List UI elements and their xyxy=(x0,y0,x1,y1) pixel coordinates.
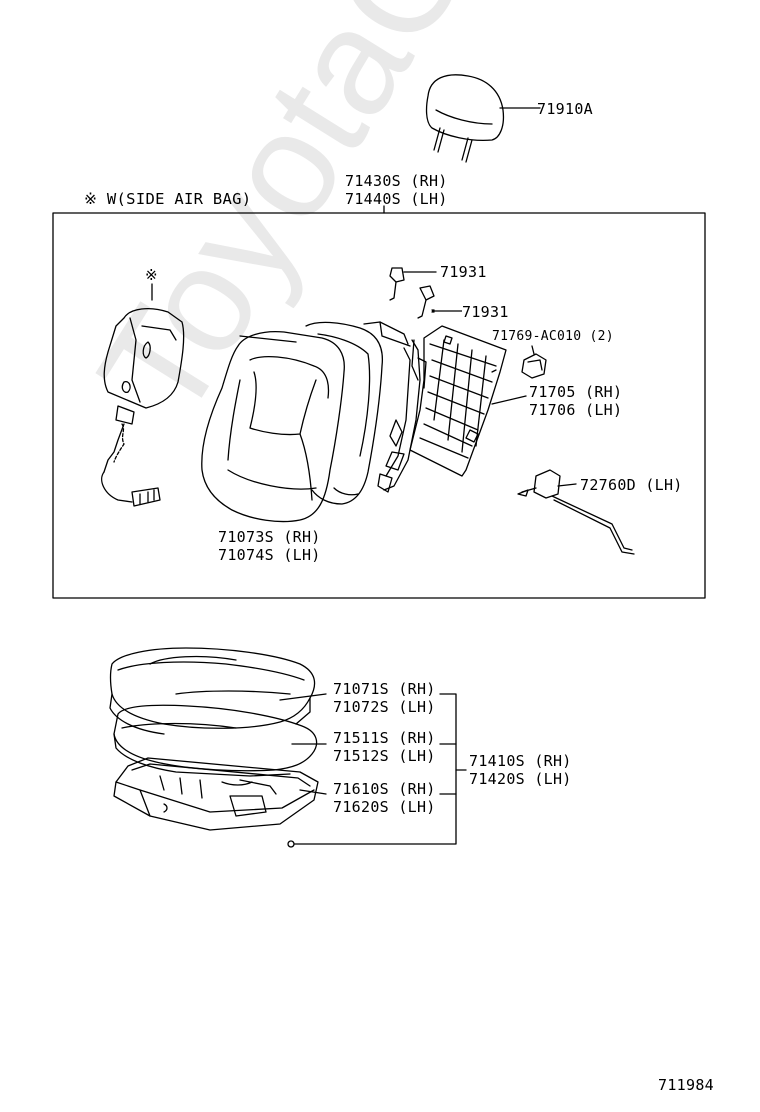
label-support-1: 71931 xyxy=(440,263,487,281)
cushion-leaders xyxy=(279,693,467,845)
support-1-drawing xyxy=(389,267,437,301)
label-cushion-cover-rh: 71071S (RH) xyxy=(333,680,436,698)
label-cushion-frame-lh: 71620S (LH) xyxy=(333,798,436,816)
label-board-rh: 71705 (RH) xyxy=(529,383,623,401)
airbag-marker: ※ xyxy=(145,266,158,284)
headrest-drawing xyxy=(425,74,541,163)
seatback-frame-drawing xyxy=(363,321,427,493)
lever-drawing xyxy=(517,469,635,555)
cushion-frame-drawing xyxy=(113,757,319,831)
label-cushion-frame: 71610S (RH) 71620S (LH) xyxy=(333,780,436,816)
label-cushion-pad: 71511S (RH) 71512S (LH) xyxy=(333,729,436,765)
seatback-pad-drawing xyxy=(305,321,384,505)
side-airbag-note: ※ W(SIDE AIR BAG) xyxy=(84,190,252,208)
label-cushion-pad-rh: 71511S (RH) xyxy=(333,729,436,747)
seatback-cover-drawing xyxy=(201,330,345,523)
label-lever: 72760D (LH) xyxy=(580,476,683,494)
diagram-id: 711984 xyxy=(658,1076,714,1094)
seatback-board-drawing xyxy=(409,325,507,477)
label-cushion-assy: 71410S (RH) 71420S (LH) xyxy=(469,752,572,788)
label-cushion-pad-lh: 71512S (LH) xyxy=(333,747,436,765)
side-airbag-box xyxy=(52,212,706,599)
label-support-2: 71931 xyxy=(462,303,509,321)
label-back-cover-lh: 71074S (LH) xyxy=(218,546,321,564)
airbag-module-drawing xyxy=(101,283,185,507)
label-cushion-cover-lh: 71072S (LH) xyxy=(333,698,436,716)
label-backframe-lh: 71440S (LH) xyxy=(345,190,448,208)
label-cushion-frame-rh: 71610S (RH) xyxy=(333,780,436,798)
label-headrest: 71910A xyxy=(537,100,593,118)
clip-drawing xyxy=(521,345,547,379)
label-board-lh: 71706 (LH) xyxy=(529,401,623,419)
label-backframe-rh: 71430S (RH) xyxy=(345,172,448,190)
cushion-cover-drawing xyxy=(109,647,316,735)
label-clip: 71769-AC010 (2) xyxy=(492,329,614,344)
support-2-arrow xyxy=(432,310,462,312)
label-board: 71705 (RH) 71706 (LH) xyxy=(529,383,622,419)
board-leader xyxy=(491,395,527,405)
cushion-end-dot xyxy=(287,840,295,848)
support-2-drawing xyxy=(417,285,435,319)
label-backframe: 71430S (RH) 71440S (LH) xyxy=(345,172,448,208)
label-cushion-assy-rh: 71410S (RH) xyxy=(469,752,572,770)
label-back-cover-rh: 71073S (RH) xyxy=(218,528,321,546)
label-cushion-cover: 71071S (RH) 71072S (LH) xyxy=(333,680,436,716)
cushion-pad-drawing xyxy=(113,704,318,777)
label-back-cover: 71073S (RH) 71074S (LH) xyxy=(218,528,321,564)
label-cushion-assy-lh: 71420S (LH) xyxy=(469,770,572,788)
